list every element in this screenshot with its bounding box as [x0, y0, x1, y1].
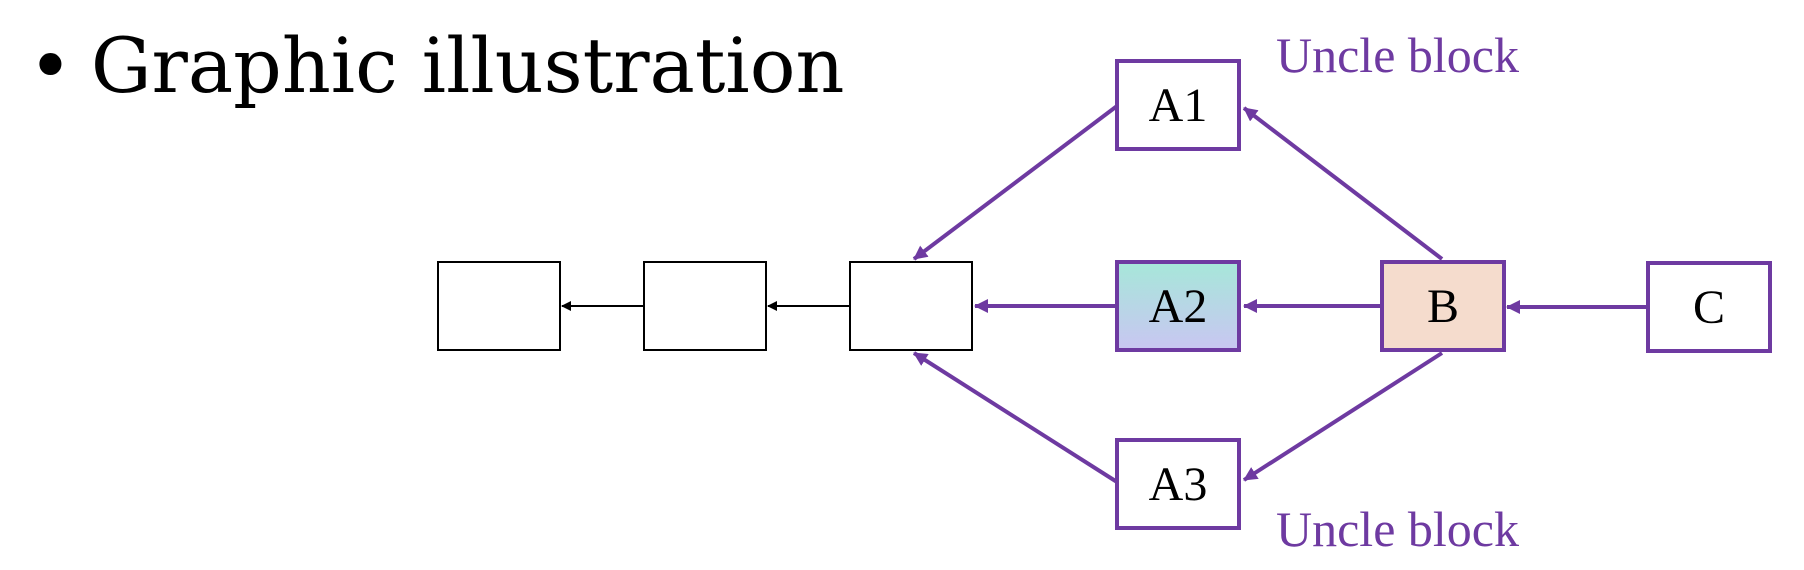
- arrow-b-to-a1: [1242, 106, 1444, 261]
- block-a2-label: A2: [1149, 280, 1208, 333]
- arrow-a1-to-chain3: [912, 104, 1119, 261]
- chain-block-1: [437, 261, 561, 351]
- block-c-label: C: [1693, 281, 1725, 334]
- uncle-block-label-top: Uncle block: [1276, 27, 1519, 83]
- bullet-marker: •: [28, 21, 73, 110]
- block-a1-label: A1: [1149, 79, 1208, 132]
- arrow-b-to-a3: [1242, 351, 1444, 482]
- block-b: B: [1380, 260, 1506, 352]
- arrow-a3-to-chain3: [912, 351, 1119, 484]
- chain-block-3: [849, 261, 973, 351]
- bullet-text: Graphic illustration: [90, 21, 845, 110]
- bullet-item: •Graphic illustration: [28, 22, 844, 109]
- block-a1: A1: [1115, 59, 1241, 151]
- block-c: C: [1646, 261, 1772, 353]
- uncle-block-label-bottom: Uncle block: [1276, 501, 1519, 557]
- block-b-label: B: [1427, 280, 1459, 333]
- block-a3: A3: [1115, 438, 1241, 530]
- block-a3-label: A3: [1149, 458, 1208, 511]
- block-a2: A2: [1115, 260, 1241, 352]
- chain-block-2: [643, 261, 767, 351]
